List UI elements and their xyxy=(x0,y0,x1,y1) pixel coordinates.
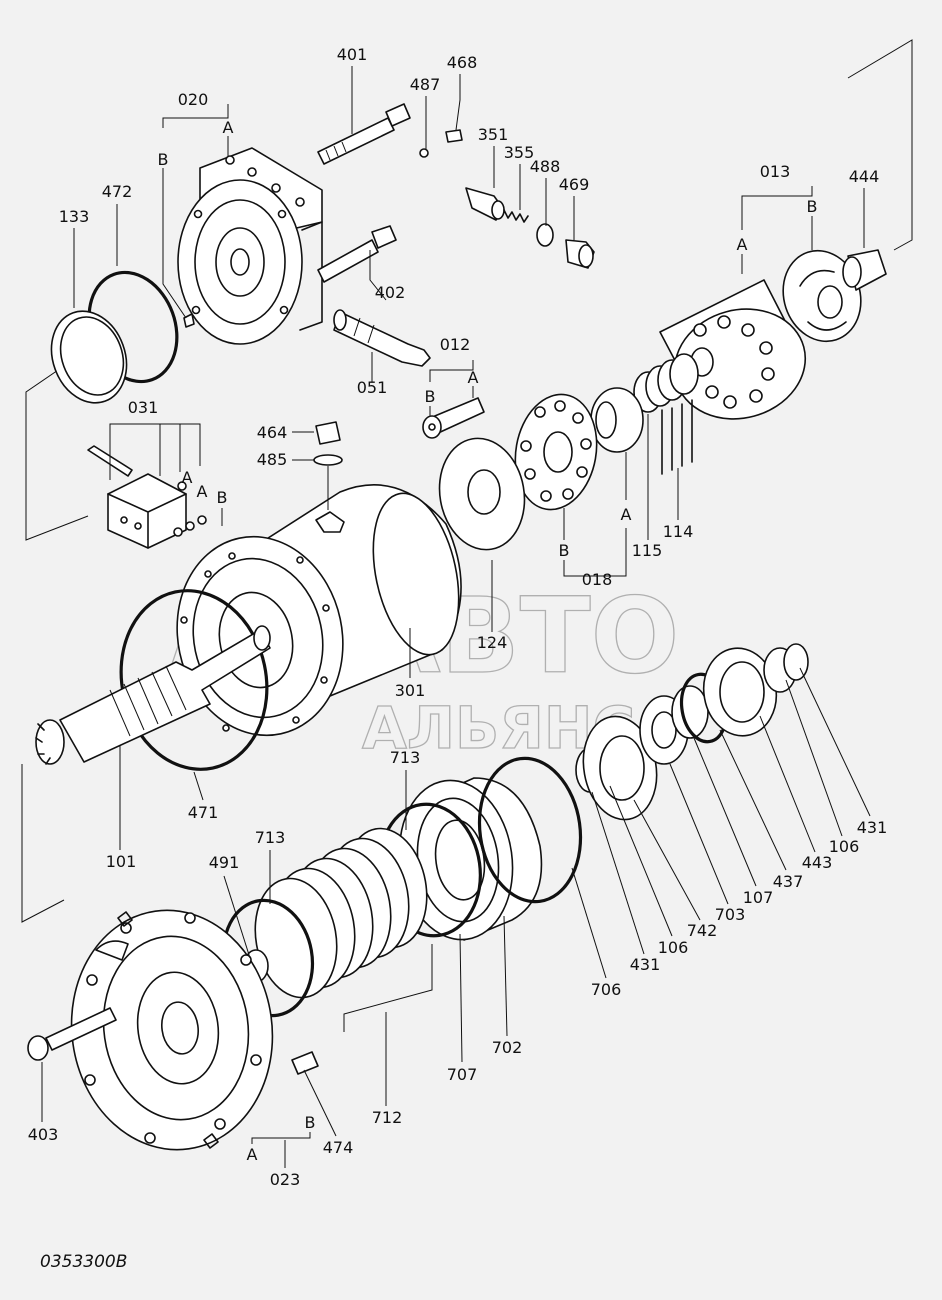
part-051-spool xyxy=(333,309,431,367)
label-lB012: B xyxy=(425,387,436,406)
part-133-plate xyxy=(50,310,128,404)
label-l012: 012 xyxy=(440,335,471,354)
part-712-plates xyxy=(254,827,428,999)
part-464-plug xyxy=(315,421,341,445)
label-l051: 051 xyxy=(357,378,388,397)
label-l485: 485 xyxy=(257,450,288,469)
frame-lines xyxy=(21,39,913,923)
part-351-valve xyxy=(465,187,505,221)
label-l013: 013 xyxy=(760,162,791,181)
leader-lines xyxy=(41,66,871,1168)
label-l491: 491 xyxy=(209,853,240,872)
label-l742: 742 xyxy=(687,921,718,940)
label-l474: 474 xyxy=(323,1138,354,1157)
label-lB020: B xyxy=(158,150,169,169)
label-lA012: A xyxy=(468,368,479,387)
label-l707: 707 xyxy=(447,1065,478,1084)
label-l018: 018 xyxy=(582,570,613,589)
part-474-pin xyxy=(291,1051,319,1075)
part-485-oring xyxy=(313,454,343,466)
part-355-spring xyxy=(503,209,529,223)
label-lA023: A xyxy=(247,1145,258,1164)
part-013-cylinder-block xyxy=(659,279,807,420)
label-l431a: 431 xyxy=(857,818,888,837)
part-101-shaft xyxy=(35,625,271,765)
part-031-relief-block xyxy=(87,445,207,549)
part-013-valve-plate xyxy=(782,249,862,343)
label-l487: 487 xyxy=(410,75,441,94)
label-l713b: 713 xyxy=(255,828,286,847)
label-l464: 464 xyxy=(257,423,288,442)
label-l133: 133 xyxy=(59,207,90,226)
part-431-snap-ring-b xyxy=(783,643,809,681)
label-lB023: B xyxy=(305,1113,316,1132)
part-443-bearing xyxy=(702,647,778,737)
label-l444: 444 xyxy=(849,167,880,186)
label-lA031a: A xyxy=(182,468,193,487)
label-l031: 031 xyxy=(128,398,159,417)
label-l124: 124 xyxy=(477,633,508,652)
label-l023: 023 xyxy=(270,1170,301,1189)
label-l115: 115 xyxy=(632,541,663,560)
label-lA018: A xyxy=(621,505,632,524)
part-023-flange xyxy=(70,909,274,1151)
part-020-valve-cover xyxy=(177,147,323,345)
label-l437: 437 xyxy=(773,872,804,891)
part-401-bolt xyxy=(317,103,411,165)
part-468-plug xyxy=(445,129,463,143)
label-l703: 703 xyxy=(715,905,746,924)
figure-code: 0353300B xyxy=(40,1252,128,1272)
part-124-swash-plate xyxy=(438,437,526,551)
label-l402: 402 xyxy=(375,283,406,302)
label-lA031b: A xyxy=(197,482,208,501)
part-742-friction-plate xyxy=(582,715,658,821)
part-487-oring xyxy=(419,148,429,158)
label-lA020: A xyxy=(223,118,234,137)
part-444-bearing xyxy=(842,249,887,291)
part-488-oring xyxy=(536,223,554,247)
label-l351: 351 xyxy=(478,125,509,144)
part-012-piston xyxy=(422,397,485,439)
label-l301: 301 xyxy=(395,681,426,700)
label-lB013: B xyxy=(807,197,818,216)
label-l355: 355 xyxy=(504,143,535,162)
part-706-oring xyxy=(477,756,583,904)
part-018-ball-guide xyxy=(590,387,644,453)
label-l101: 101 xyxy=(106,852,137,871)
label-lA013: A xyxy=(737,235,748,254)
label-l712: 712 xyxy=(372,1108,403,1127)
label-l106a: 106 xyxy=(829,837,860,856)
label-l020: 020 xyxy=(178,90,209,109)
label-l471: 471 xyxy=(188,803,219,822)
part-469-plug xyxy=(565,239,595,269)
label-l401: 401 xyxy=(337,45,368,64)
label-l472: 472 xyxy=(102,182,133,201)
part-403-bolt xyxy=(27,1007,117,1061)
part-114-spring-guide xyxy=(661,399,693,475)
label-l114: 114 xyxy=(663,522,694,541)
label-l469: 469 xyxy=(559,175,590,194)
label-l702: 702 xyxy=(492,1038,523,1057)
label-l468: 468 xyxy=(447,53,478,72)
label-l403: 403 xyxy=(28,1125,59,1144)
label-l106b: 106 xyxy=(658,938,689,957)
label-lB031: B xyxy=(217,488,228,507)
part-402-bolt xyxy=(317,225,397,283)
label-l713a: 713 xyxy=(390,748,421,767)
part-115-springs xyxy=(633,353,699,413)
watermark: ABTO АЛЬЯНС xyxy=(159,574,680,763)
label-l431b: 431 xyxy=(630,955,661,974)
label-lB018: B xyxy=(559,541,570,560)
label-l107: 107 xyxy=(743,888,774,907)
label-l488: 488 xyxy=(530,157,561,176)
part-018-retainer-plate xyxy=(514,393,598,511)
label-l443: 443 xyxy=(802,853,833,872)
label-l706: 706 xyxy=(591,980,622,999)
